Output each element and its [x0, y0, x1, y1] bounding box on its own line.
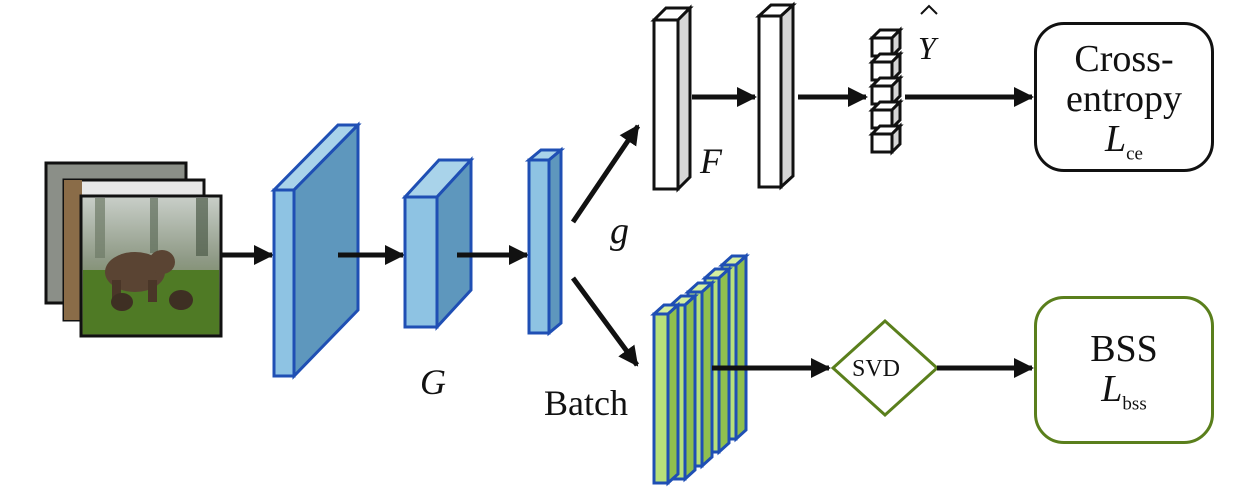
- feature-block-1: [270, 121, 362, 380]
- classifier-layer-1: [650, 4, 694, 193]
- input-image-stack: [44, 161, 223, 338]
- label-y-hat: Y: [918, 30, 936, 66]
- output-cubes: [868, 26, 904, 156]
- bear-photo: [79, 194, 223, 338]
- ce-loss-symbol: Lce: [1104, 118, 1143, 165]
- cross-entropy-loss-box: Cross- entropy Lce: [1034, 22, 1214, 172]
- label-feature-g: g: [610, 210, 629, 252]
- arrow-g-to-batch: [570, 276, 640, 367]
- ce-loss-subscript: ce: [1126, 143, 1143, 165]
- feature-block-2: [401, 156, 475, 331]
- output-cube: [868, 50, 904, 84]
- bss-loss-symbol: Lbss: [1101, 368, 1147, 415]
- output-cube: [868, 26, 904, 60]
- batch-feature-stack: [650, 252, 750, 487]
- label-encoder-G: G: [420, 362, 446, 402]
- label-svd: SVD: [852, 356, 901, 382]
- label-batch: Batch: [544, 383, 628, 423]
- ce-title-line2: entropy: [1065, 78, 1183, 120]
- bss-loss-subscript: bss: [1122, 393, 1147, 415]
- arrow-g-to-classifier: [570, 124, 641, 224]
- output-cube: [868, 122, 904, 156]
- ce-title-line1: Cross-: [1074, 38, 1174, 80]
- output-cube: [868, 74, 904, 108]
- bss-loss-box: BSS Lbss: [1034, 296, 1214, 444]
- feature-vector-g: [524, 146, 566, 337]
- label-classifier-F: F: [700, 141, 722, 181]
- output-cube: [868, 98, 904, 132]
- bss-title: BSS: [1090, 328, 1158, 370]
- batch-feature-0: [650, 301, 682, 487]
- classifier-layer-2: [755, 1, 797, 191]
- y-hat-accent: [920, 4, 938, 15]
